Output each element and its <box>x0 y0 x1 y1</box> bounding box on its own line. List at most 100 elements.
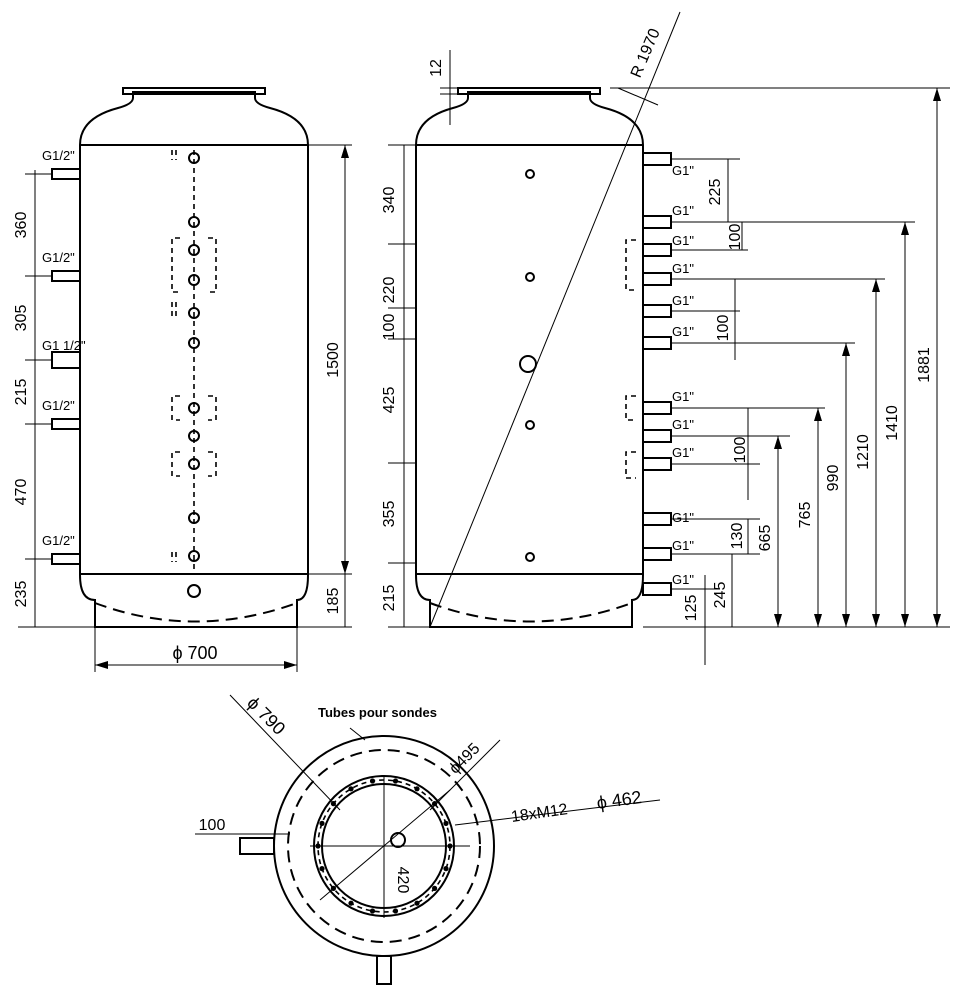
bolt-hole <box>319 866 325 872</box>
right-stub <box>642 336 672 350</box>
left-stub <box>51 553 81 565</box>
right-tank-outline <box>415 91 644 628</box>
right-stub <box>642 429 672 443</box>
height-label: 765 <box>797 502 814 529</box>
left-stub <box>51 168 81 180</box>
dimension-label: 12 <box>428 59 445 77</box>
right-stub <box>642 152 672 166</box>
dimension-label: R 1970 <box>628 26 664 80</box>
socket-circle <box>188 216 200 228</box>
height-label: 665 <box>757 525 774 552</box>
right-bottom-dome <box>429 602 633 623</box>
bolt-hole <box>447 843 453 849</box>
bolt-hole <box>315 843 321 849</box>
dimension-label: 215 <box>381 585 398 612</box>
bolt-hole <box>392 778 399 784</box>
right-stub <box>642 512 672 526</box>
leader-line <box>429 739 501 811</box>
right-stub <box>642 272 672 286</box>
dimension-label: 100 <box>715 315 732 342</box>
connection-label: G1" <box>672 324 694 339</box>
left-stub <box>51 418 81 430</box>
dimension-label: 470 <box>13 479 30 506</box>
right-flange <box>457 87 601 95</box>
socket-circle <box>188 274 200 286</box>
socket-circle <box>188 550 200 562</box>
hidden-lines <box>171 150 177 562</box>
socket-circle <box>188 337 200 349</box>
socket-circle <box>188 512 200 524</box>
connection-label: G1/2" <box>42 533 75 548</box>
leader-line <box>229 694 341 811</box>
right-stub <box>642 401 672 415</box>
right-stub <box>642 243 672 257</box>
connection-label: G1" <box>672 417 694 432</box>
probe-tubes-label: Tubes pour sondes <box>318 705 437 720</box>
socket-circle <box>188 244 200 256</box>
drain-socket <box>187 584 201 598</box>
height-label: 1210 <box>855 434 872 470</box>
dimension-label: 305 <box>13 305 30 332</box>
dimension-label: 215 <box>13 379 30 406</box>
bolt-hole <box>348 786 354 792</box>
dimension-label: 340 <box>381 187 398 214</box>
bracket-group <box>171 395 217 421</box>
connection-label: G1" <box>672 445 694 460</box>
connection-label: G1" <box>672 510 694 525</box>
socket-circle <box>188 402 200 414</box>
bolt-hole <box>443 820 449 827</box>
right-stub <box>642 215 672 229</box>
dimension-label: 355 <box>381 501 398 528</box>
diameter-line <box>319 789 451 901</box>
bolt-hole <box>443 866 449 872</box>
connection-label: G1" <box>672 163 694 178</box>
socket-circle <box>525 420 535 430</box>
connection-label: G1/2" <box>42 148 75 163</box>
leader-line <box>349 727 366 741</box>
dimension-label: 425 <box>381 387 398 414</box>
radius-tick <box>617 87 659 106</box>
left-stub <box>51 270 81 282</box>
bracket-group <box>625 395 636 421</box>
connection-label: G1" <box>672 389 694 404</box>
dimension-label: 185 <box>325 588 342 615</box>
top-view: ϕ 790 Tubes pour sondes ϕ495 18xM12 ϕ 46… <box>195 693 661 985</box>
connection-label: G1/2" <box>42 398 75 413</box>
bolt-hole <box>330 885 336 892</box>
dimension-label: 125 <box>683 595 700 622</box>
dimension-label: 420 <box>394 867 411 894</box>
height-label: 1881 <box>916 347 933 383</box>
left-flange <box>122 87 266 95</box>
right-stub <box>642 547 672 561</box>
dimension-label: 130 <box>729 523 746 550</box>
bracket-group <box>171 237 217 293</box>
right-stub <box>642 582 672 596</box>
connection-label: G1" <box>672 538 694 553</box>
bolt-hole <box>432 885 438 892</box>
dimension-label: 100 <box>381 314 398 341</box>
right-view: G1" G1" G1" G1" G1" G1" G1" G1" G1" G1" … <box>381 11 950 665</box>
connection-label: G1" <box>672 233 694 248</box>
diameter-label: ϕ 700 <box>172 643 217 663</box>
socket-circle <box>188 430 200 442</box>
bolt-hole <box>348 900 354 906</box>
dimension-label: 235 <box>13 581 30 608</box>
bolt-hole <box>414 900 420 906</box>
bracket-group <box>625 239 636 291</box>
connection-label: G1" <box>672 203 694 218</box>
bolts-label: 18xM12 <box>510 801 569 826</box>
socket-circle <box>525 272 535 282</box>
left-bottom-dome <box>94 602 298 623</box>
dimension-label: 245 <box>712 582 729 609</box>
bolt-hole <box>392 908 399 914</box>
diameter-label: ϕ 462 <box>595 787 642 813</box>
bolt-hole <box>369 908 376 914</box>
right-stub <box>642 304 672 318</box>
bolt-hole <box>369 778 376 784</box>
bracket-group <box>625 451 636 479</box>
dimension-label: 225 <box>707 179 724 206</box>
insulation-circle <box>287 749 481 943</box>
dimension-label: 100 <box>727 224 744 251</box>
connection-label: G1" <box>672 261 694 276</box>
